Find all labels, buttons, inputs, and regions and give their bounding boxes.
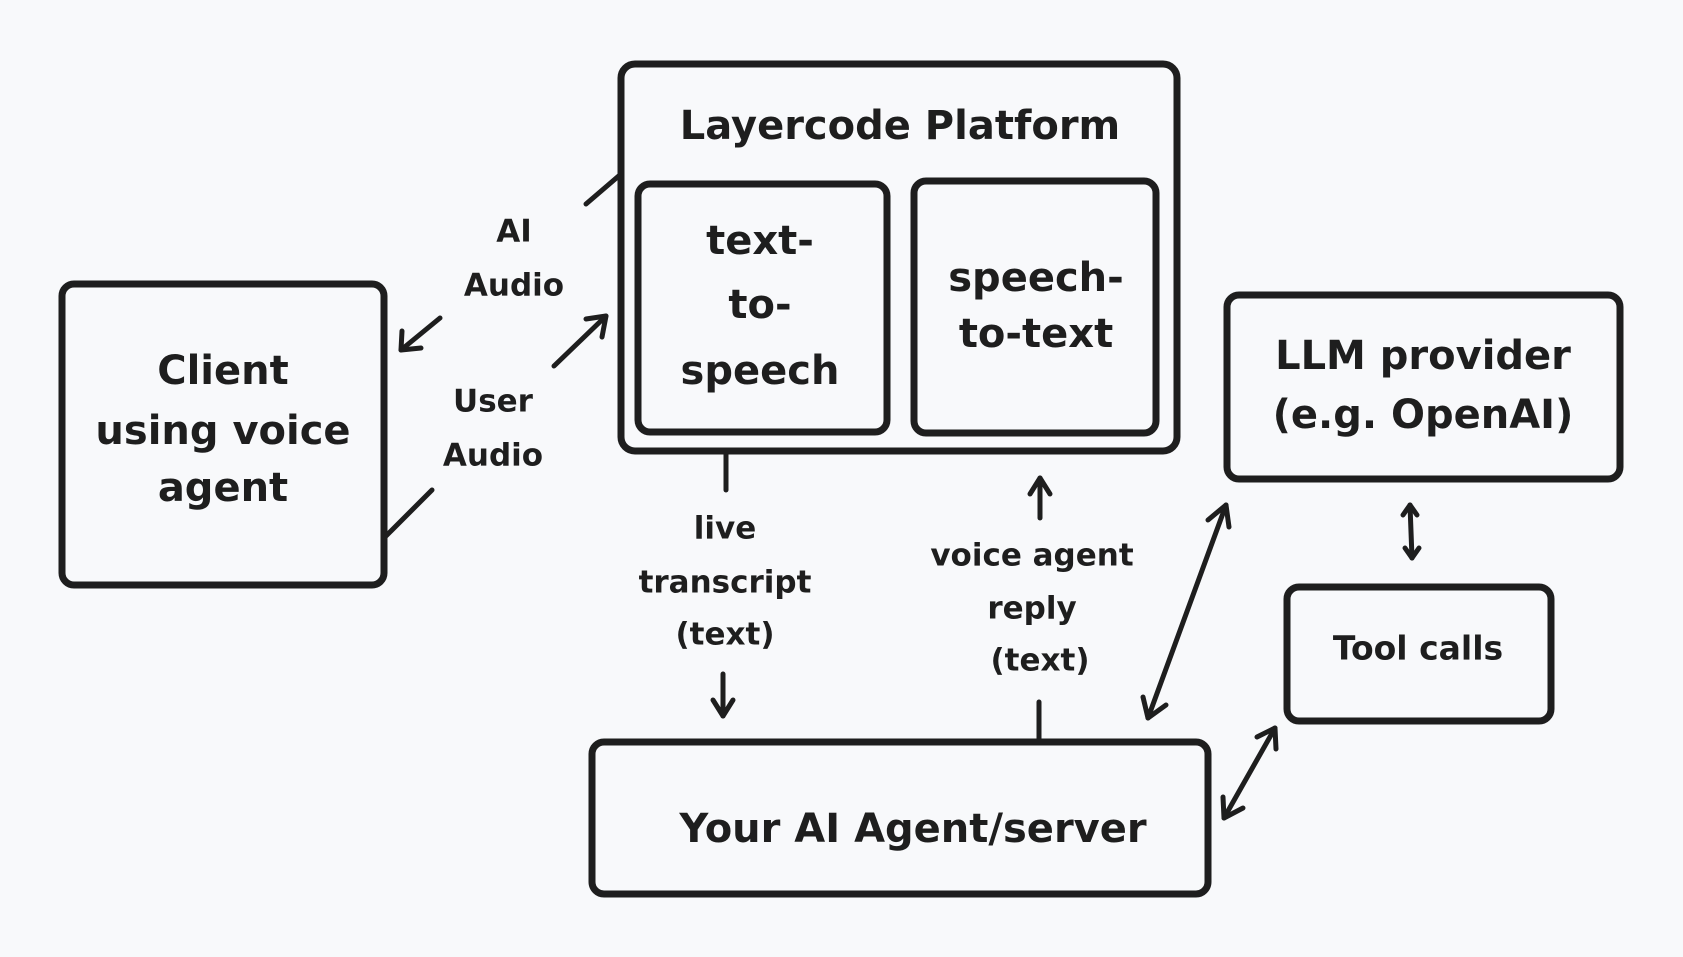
- stt-label-line-1: speech-: [948, 255, 1124, 301]
- ai-audio-arrow: [398, 315, 443, 353]
- agent-label: Your AI Agent/server: [678, 806, 1146, 852]
- edge-agent-llm: [1140, 502, 1232, 721]
- client-label-line-2: using voice: [95, 408, 350, 454]
- stt-label-line-2: to-text: [959, 311, 1113, 357]
- tts-node[interactable]: text- to- speech: [634, 180, 891, 436]
- edge-live-transcript: live transcript (text): [639, 449, 812, 719]
- platform-title: Layercode Platform: [680, 103, 1121, 149]
- tools-agent-arrowhead-top-icon: [1254, 725, 1279, 752]
- edge-llm-tools: [1400, 502, 1422, 561]
- llm-tools-arrowhead-top-icon: [1400, 502, 1420, 518]
- agent-node[interactable]: Your AI Agent/server: [588, 738, 1212, 898]
- voice-reply-label-line-1: voice agent: [930, 538, 1134, 574]
- ai-audio-connector-line: [583, 171, 624, 207]
- tools-agent-arrowhead-bottom-icon: [1220, 794, 1246, 821]
- llm-node[interactable]: LLM provider (e.g. OpenAI): [1223, 291, 1624, 483]
- live-transcript-arrowhead-icon: [710, 697, 736, 719]
- tts-label-line-2: to-: [728, 282, 791, 328]
- stt-box: [910, 177, 1160, 437]
- platform-node[interactable]: Layercode Platform text- to- speech spee…: [617, 60, 1181, 455]
- user-audio-label-line-1: User: [453, 384, 534, 420]
- user-audio-arrowhead-icon: [583, 313, 609, 340]
- voice-reply-arrowhead-icon: [1027, 475, 1053, 497]
- tools-label: Tool calls: [1333, 629, 1503, 668]
- ai-audio-label-line-2: Audio: [464, 268, 564, 304]
- client-label-line-1: Client: [157, 348, 289, 394]
- edge-voice-reply: voice agent reply (text): [930, 475, 1134, 743]
- client-box: [58, 280, 388, 589]
- voice-reply-label-line-3: (text): [991, 643, 1090, 679]
- live-transcript-label-line-3: (text): [676, 617, 775, 653]
- agent-llm-arrow: [1145, 502, 1229, 721]
- voice-reply-label-line-2: reply: [987, 591, 1076, 627]
- user-audio-connector-line: [383, 487, 435, 539]
- live-transcript-label-line-1: live: [694, 511, 756, 547]
- tools-agent-arrow: [1221, 725, 1278, 821]
- llm-tools-arrowhead-bottom-icon: [1402, 545, 1422, 561]
- user-audio-arrow: [551, 313, 609, 369]
- agent-box: [588, 738, 1212, 898]
- edge-ai-audio: AI Audio: [398, 171, 624, 353]
- client-node[interactable]: Client using voice agent: [58, 280, 388, 589]
- edge-tools-agent: [1220, 725, 1279, 821]
- edge-user-audio: User Audio: [383, 313, 609, 539]
- tools-box: [1283, 583, 1555, 725]
- tools-node[interactable]: Tool calls: [1283, 583, 1555, 725]
- tts-box: [634, 180, 891, 436]
- agent-llm-arrowhead-top-icon: [1205, 502, 1232, 530]
- user-audio-label-line-2: Audio: [443, 438, 543, 474]
- live-transcript-label-line-2: transcript: [639, 565, 812, 601]
- agent-llm-arrowhead-bottom-icon: [1140, 694, 1169, 721]
- tts-label-line-1: text-: [706, 218, 814, 264]
- llm-label-line-1: LLM provider: [1275, 333, 1571, 379]
- client-label-line-3: agent: [158, 465, 288, 511]
- stt-node[interactable]: speech- to-text: [910, 177, 1160, 437]
- llm-box: [1223, 291, 1624, 483]
- llm-label-line-2: (e.g. OpenAI): [1273, 392, 1574, 438]
- llm-tools-arrow: [1407, 502, 1415, 561]
- ai-audio-label-line-1: AI: [496, 214, 532, 250]
- tts-label-line-3: speech: [681, 348, 840, 394]
- ai-audio-arrowhead-icon: [398, 328, 424, 353]
